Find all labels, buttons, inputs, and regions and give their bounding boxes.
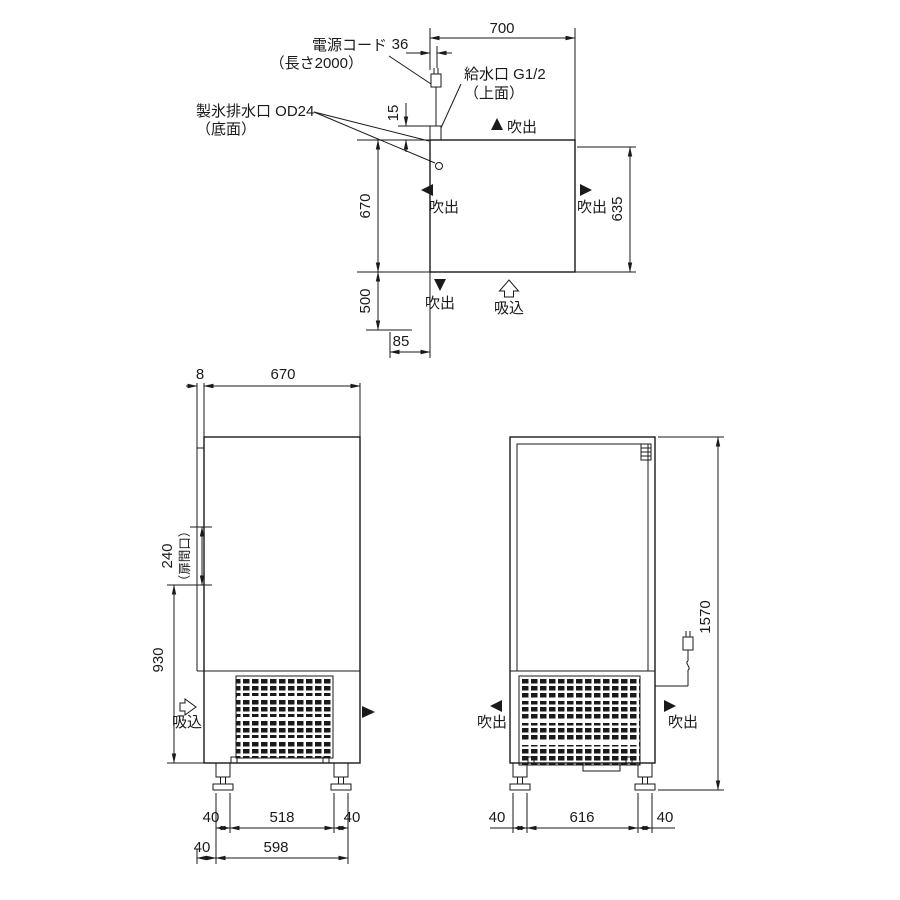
side-left-dimensions (167, 526, 212, 764)
dim-1570-label: 1570 (697, 600, 714, 633)
side-grille-separators (237, 696, 332, 741)
top-view: 700 36 電源コード （長さ2000） 給水口 G1/2 （上面） 製氷排水… (196, 20, 636, 358)
blowout-left-label: 吹出 (429, 199, 459, 216)
drain-symbol (435, 162, 443, 170)
front-bottom-dimensions (490, 793, 675, 833)
machine-plan-outline (429, 139, 576, 273)
door-opening-label: （扉間口） (178, 525, 192, 588)
power-cord-label: 電源コード (312, 37, 387, 54)
drain-face-label: （底面） (196, 121, 256, 138)
blowout-right-label: 吹出 (577, 199, 607, 216)
blowout-arrow-up-icon (491, 118, 503, 130)
blowout-arrow-right-icon (664, 700, 676, 712)
dim-8-label: 8 (196, 366, 204, 383)
suction-arrow-right-icon (179, 698, 197, 716)
dim-500-label: 500 (357, 288, 374, 313)
dim-670-side-label: 670 (270, 366, 295, 383)
blowout-arrow-down-icon (434, 279, 446, 291)
side-bottom-dimensions (196, 793, 349, 864)
blowout-arrow-left-icon (490, 700, 502, 712)
dim-240-label: 240 (159, 543, 176, 568)
dim-670-plan-label: 670 (357, 193, 374, 218)
blowout-front-right-label: 吹出 (668, 714, 698, 731)
dim-598-label: 598 (263, 839, 288, 856)
suction-bottom-label: 吸込 (494, 300, 524, 317)
front-door-panel (516, 443, 649, 672)
power-cord-length-label: （長さ2000） (270, 55, 363, 72)
dim-40-bottom-label: 40 (194, 839, 211, 856)
blowout-bottom-label: 吹出 (425, 295, 455, 312)
side-top-dimensions (186, 383, 361, 448)
side-door-lines (196, 447, 360, 672)
water-inlet-symbol (429, 125, 442, 141)
dim-15-label: 15 (385, 105, 402, 122)
water-inlet-face-label: （上面） (464, 85, 524, 102)
side-body-outline (203, 436, 361, 764)
front-drain-pan (582, 762, 621, 772)
dim-36-label: 36 (392, 36, 409, 53)
top-view-dimension-lines (375, 35, 633, 355)
dim-616-label: 616 (569, 809, 594, 826)
blowout-arrow-right-icon (362, 706, 375, 718)
dim-40-right-label: 40 (344, 809, 361, 826)
water-inlet-label: 給水口 G1/2 (464, 66, 546, 83)
side-legs (212, 756, 352, 791)
suction-side-label: 吸込 (172, 714, 202, 731)
dim-40-front-left-label: 40 (489, 809, 506, 826)
front-view: 1570 吹出 吹出 40 616 40 (477, 436, 724, 833)
front-height-dimension (658, 436, 724, 791)
suction-arrow-up-icon (498, 279, 520, 298)
dim-700-label: 700 (489, 20, 514, 37)
top-view-airflow (421, 118, 592, 298)
dim-518-label: 518 (269, 809, 294, 826)
blowout-front-left-label: 吹出 (477, 714, 507, 731)
blowout-top-label: 吹出 (507, 119, 537, 136)
power-cord-symbol (430, 68, 442, 126)
blowout-arrow-left-icon (421, 184, 433, 196)
dim-635-label: 635 (609, 196, 626, 221)
side-view: 8 670 240 （扉間口） 930 吸込 40 518 40 40 598 (150, 366, 375, 864)
dim-40-front-right-label: 40 (657, 809, 674, 826)
drain-label: 製氷排水口 OD24 (196, 103, 314, 120)
front-legs (509, 756, 656, 791)
top-view-leader-lines (313, 55, 462, 164)
dim-930-label: 930 (150, 647, 167, 672)
dim-85-label: 85 (393, 333, 410, 350)
blowout-arrow-right-icon (580, 184, 592, 196)
front-grille-separators (520, 698, 639, 745)
dim-40-left-label: 40 (203, 809, 220, 826)
cord-outlet-symbol (640, 443, 652, 461)
front-power-cord (655, 631, 694, 687)
